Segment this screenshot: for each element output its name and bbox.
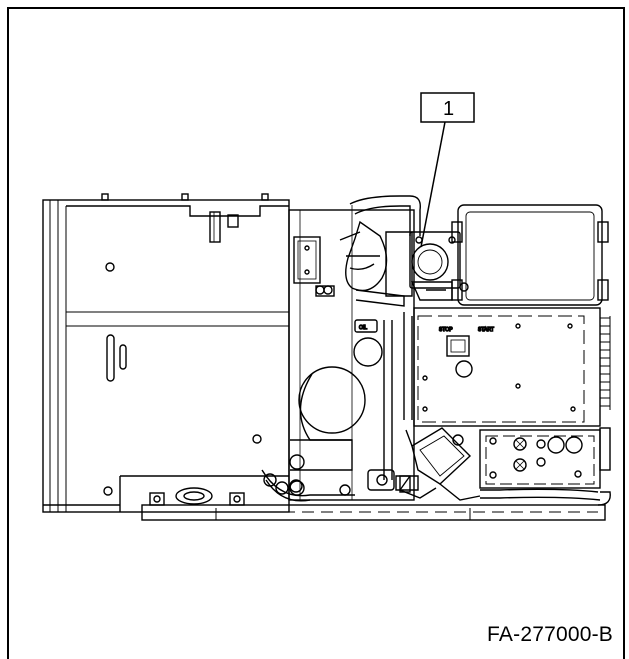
callout-number: 1 xyxy=(443,98,454,120)
svg-text:OIL: OIL xyxy=(359,325,367,331)
base-pads xyxy=(149,475,601,506)
engine-section: OIL xyxy=(261,205,419,502)
generator-drawing: OIL xyxy=(42,193,611,521)
svg-text:STOP: STOP xyxy=(439,327,453,333)
callout-1: 1 xyxy=(420,92,475,248)
callout-leader xyxy=(420,121,446,248)
base-rail xyxy=(141,491,611,521)
hinged-cover xyxy=(451,204,609,306)
hose-assembly xyxy=(315,195,421,307)
fuel-regulator xyxy=(398,427,481,501)
control-box: STOP START xyxy=(413,307,611,427)
left-housing xyxy=(42,193,290,513)
switch-panel xyxy=(479,427,611,489)
svg-text:START: START xyxy=(478,327,494,333)
figure-id: FA-277000-B xyxy=(487,623,613,646)
callout-box xyxy=(420,92,475,123)
